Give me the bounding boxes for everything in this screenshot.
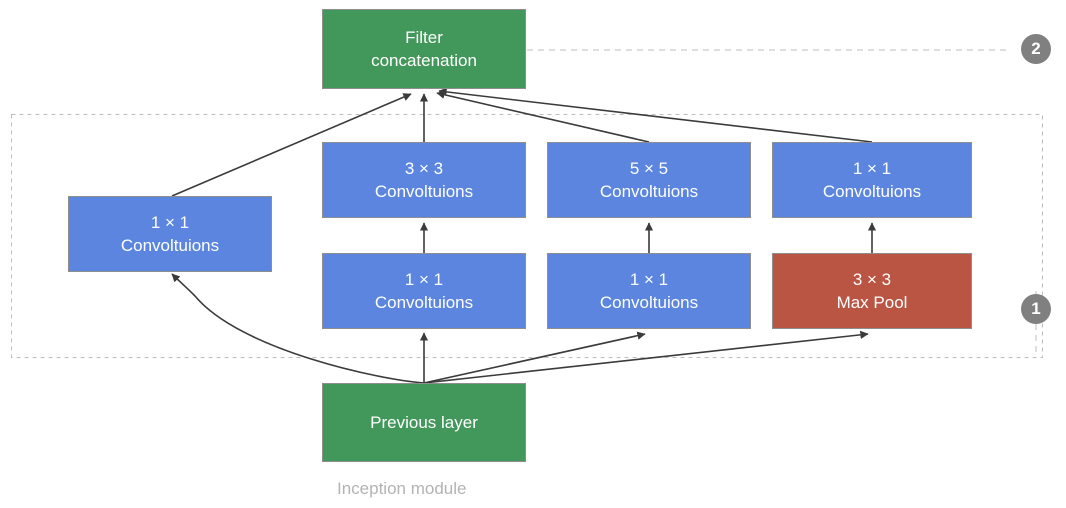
node-conv-1x1-right[interactable]: 1 × 1 Convoltuions [772, 142, 972, 218]
badge-label: 1 [1031, 299, 1041, 318]
node-label-line2: concatenation [371, 51, 477, 70]
node-label-line2: Convoltuions [822, 182, 922, 201]
node-conv-5x5[interactable]: 5 × 5 Convoltuions [547, 142, 751, 218]
node-label-line2: Convoltuions [120, 236, 220, 255]
node-label-line1: Previous layer [370, 413, 478, 432]
node-filter-concatenation[interactable]: Filter concatenation [322, 9, 526, 89]
node-label-line1: 1 × 1 [150, 213, 190, 232]
node-label-line2: Convoltuions [374, 293, 474, 312]
badge-1[interactable]: 1 [1021, 294, 1051, 324]
node-conv-1x1-reduce-3x3[interactable]: 1 × 1 Convoltuions [322, 253, 526, 329]
node-conv-3x3[interactable]: 3 × 3 Convoltuions [322, 142, 526, 218]
node-label-line1: 5 × 5 [629, 159, 669, 178]
node-conv-1x1-reduce-5x5[interactable]: 1 × 1 Convoltuions [547, 253, 751, 329]
node-label-line1: 3 × 3 [404, 159, 444, 178]
node-conv-1x1-left[interactable]: 1 × 1 Convoltuions [68, 196, 272, 272]
node-label-line1: 3 × 3 [852, 270, 892, 289]
badge-2[interactable]: 2 [1021, 34, 1051, 64]
edge-previous-to-max-pool [423, 330, 869, 384]
node-label-line1: 1 × 1 [629, 270, 669, 289]
edge-conv1x1-left-to-concat [171, 93, 412, 197]
node-label-line2: Max Pool [836, 293, 908, 312]
node-label-line2: Convoltuions [599, 293, 699, 312]
badge-label: 2 [1031, 39, 1041, 58]
edge-previous-to-conv1x1-left [171, 273, 426, 384]
diagram-caption: Inception module [337, 479, 467, 498]
node-label-line1: Filter [405, 28, 443, 47]
node-max-pool-3x3[interactable]: 3 × 3 Max Pool [772, 253, 972, 329]
node-previous-layer[interactable]: Previous layer [322, 383, 526, 462]
edge-previous-to-conv1x1-reduce-5x5 [423, 331, 646, 384]
node-label-line2: Convoltuions [374, 182, 474, 201]
edge-conv5x5-to-concat [436, 90, 650, 143]
node-label-line1: 1 × 1 [852, 159, 892, 178]
node-label-line2: Convoltuions [599, 182, 699, 201]
edge-conv1x1-right-to-concat [438, 87, 873, 143]
node-label-line1: 1 × 1 [404, 270, 444, 289]
